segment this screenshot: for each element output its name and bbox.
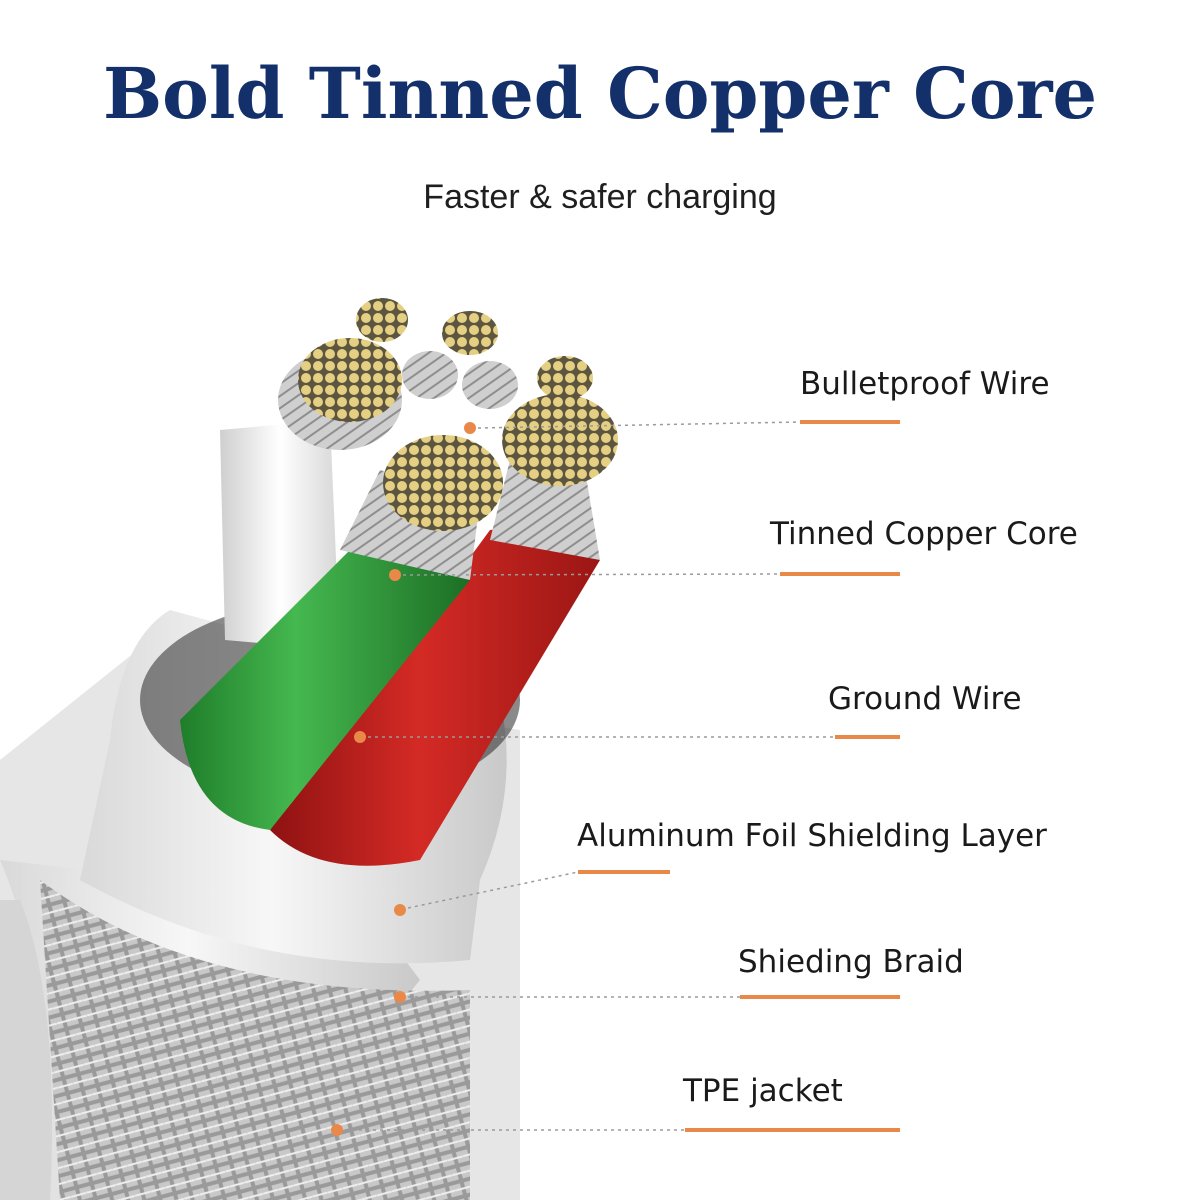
leader-aluminum-foil [394,870,670,916]
leader-tinned-copper-core [389,569,900,581]
label-tpe-jacket: TPE jacket [683,1073,843,1109]
red-wire [270,394,618,866]
bulletproof-wire [356,298,593,409]
leader-lines [331,420,900,1136]
leader-shielding-braid [394,991,900,1003]
leader-tpe-jacket [331,1124,900,1136]
leader-bulletproof-wire [464,420,900,434]
leader-ground-wire [354,731,900,743]
label-bulletproof-wire: Bulletproof Wire [800,366,1050,402]
label-tinned-copper-core: Tinned Copper Core [770,516,1078,552]
page-subtitle: Faster & safer charging [423,178,777,216]
page-title: Bold Tinned Copper Core [103,52,1097,135]
label-aluminum-foil-shielding-layer: Aluminum Foil Shielding Layer [577,818,1047,854]
label-shielding-braid: Shieding Braid [738,944,964,980]
shielding-braid [0,880,470,1200]
label-ground-wire: Ground Wire [828,681,1022,717]
green-wire [180,435,503,830]
